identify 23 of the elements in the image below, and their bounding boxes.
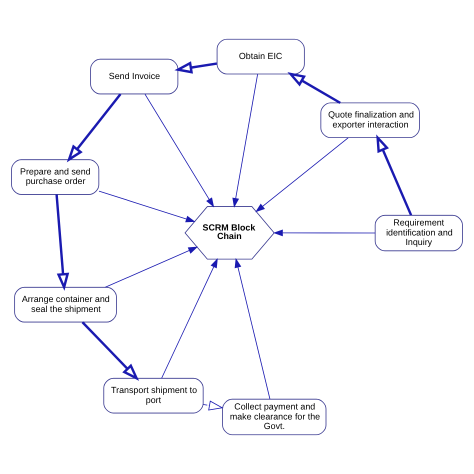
arrow: [273, 230, 376, 236]
arrow: [174, 61, 218, 74]
arrow: [255, 137, 349, 212]
node-box: Collect payment and make clearance for the Govt.: [222, 398, 326, 436]
arrow: [287, 72, 341, 104]
arrow: [234, 258, 270, 400]
arrow: [376, 134, 412, 216]
node-box: Quote finalization and exporter interaction: [320, 102, 420, 138]
node-box: Prepare and send purchase order: [11, 159, 100, 195]
arrow: [66, 93, 122, 162]
arrow: [82, 321, 140, 381]
arrow: [98, 190, 196, 222]
arrow: [144, 94, 214, 208]
arrow: [202, 400, 224, 410]
node-box: Arrange container and seal the shipment: [14, 286, 117, 322]
node-box: Requirement identification and Inquiry: [374, 214, 463, 252]
node-box: Transport shipment to port: [103, 378, 204, 414]
arrow: [232, 74, 258, 208]
node-box: Send Invoice: [90, 58, 178, 94]
arrow: [161, 258, 218, 379]
arrow: [55, 194, 70, 291]
arrow: [104, 246, 198, 288]
node-box: Obtain EIC: [216, 38, 305, 74]
